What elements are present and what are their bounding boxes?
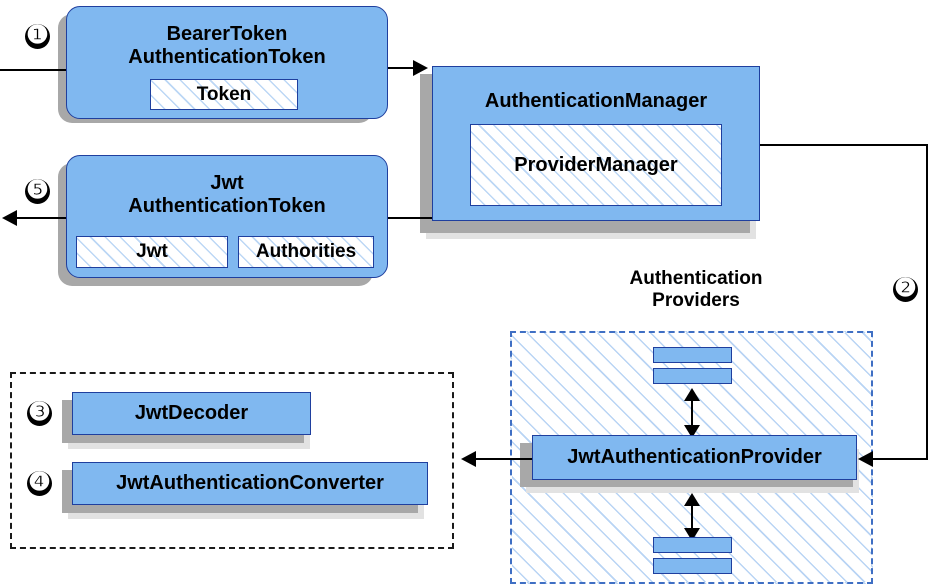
line-manager-to-jwt-token (388, 217, 434, 219)
arrowhead-provider-up (684, 388, 700, 401)
arrowhead-provider-down-up (684, 493, 700, 506)
authentication-manager-title: AuthenticationManager (484, 90, 708, 113)
jwt-token-field-jwt-label: Jwt (136, 241, 168, 262)
providers-caption-line1: Authentication (629, 268, 763, 289)
step-badge-1: ❶ (25, 21, 50, 49)
step-badge-3: ❸ (27, 398, 52, 426)
provider-bar-top-2 (653, 368, 732, 384)
arrowhead-output (2, 210, 17, 226)
arrowhead-into-provider (858, 451, 873, 467)
step-badge-4: ❹ (27, 468, 52, 496)
jwt-token-line2: AuthenticationToken (128, 194, 326, 217)
provider-manager-field: ProviderManager (470, 124, 722, 206)
jwt-token-line1: Jwt (210, 172, 244, 195)
step-badge-4-text: ❹ (28, 468, 51, 496)
bearer-token-line1: BearerToken (166, 23, 288, 46)
provider-bar-bottom-1 (653, 537, 732, 553)
arrowhead-provider-to-support (461, 451, 476, 467)
providers-caption-line2: Providers (652, 289, 740, 311)
step-badge-1-text: ❶ (26, 21, 49, 49)
provider-manager-label: ProviderManager (514, 153, 678, 176)
jwt-authentication-provider-node[interactable]: JwtAuthenticationProvider (532, 435, 857, 480)
providers-group-caption: Authentication Providers (566, 268, 826, 312)
jwt-authentication-converter-label: JwtAuthenticationConverter (116, 472, 384, 495)
line-provider-to-support (475, 458, 532, 460)
jwt-token-field-jwt: Jwt (76, 236, 228, 268)
step-badge-5-text: ❺ (26, 176, 49, 204)
provider-bar-top-1 (653, 347, 732, 363)
line-manager-right (760, 144, 928, 146)
jwt-authentication-provider-label: JwtAuthenticationProvider (567, 446, 822, 469)
jwt-token-field-authorities: Authorities (238, 236, 374, 268)
bearer-token-field-label: Token (196, 83, 252, 105)
arrowhead-bearer-to-manager (413, 60, 428, 76)
line-into-provider (872, 458, 928, 460)
line-bearer-to-manager (388, 67, 420, 69)
provider-bar-bottom-2 (653, 558, 732, 574)
line-provider-down (691, 497, 693, 535)
bearer-token-line2: AuthenticationToken (128, 45, 326, 68)
jwt-token-field-authorities-label: Authorities (255, 241, 357, 262)
arrowhead-provider-up-down (684, 425, 700, 438)
input-line (0, 69, 66, 71)
bearer-token-field-token: Token (150, 79, 298, 110)
line-right-vertical (926, 144, 928, 460)
step-badge-2-text: ❷ (894, 274, 917, 302)
step-badge-3-text: ❸ (28, 398, 51, 426)
line-provider-up (691, 392, 693, 432)
jwt-decoder-label: JwtDecoder (134, 402, 249, 425)
step-badge-2: ❷ (893, 274, 918, 302)
jwt-authentication-converter-node[interactable]: JwtAuthenticationConverter (72, 462, 428, 505)
step-badge-5: ❺ (25, 176, 50, 204)
bearer-token-node[interactable]: BearerToken AuthenticationToken (66, 6, 388, 119)
jwt-decoder-node[interactable]: JwtDecoder (72, 392, 311, 435)
line-jwt-token-output (16, 217, 68, 219)
